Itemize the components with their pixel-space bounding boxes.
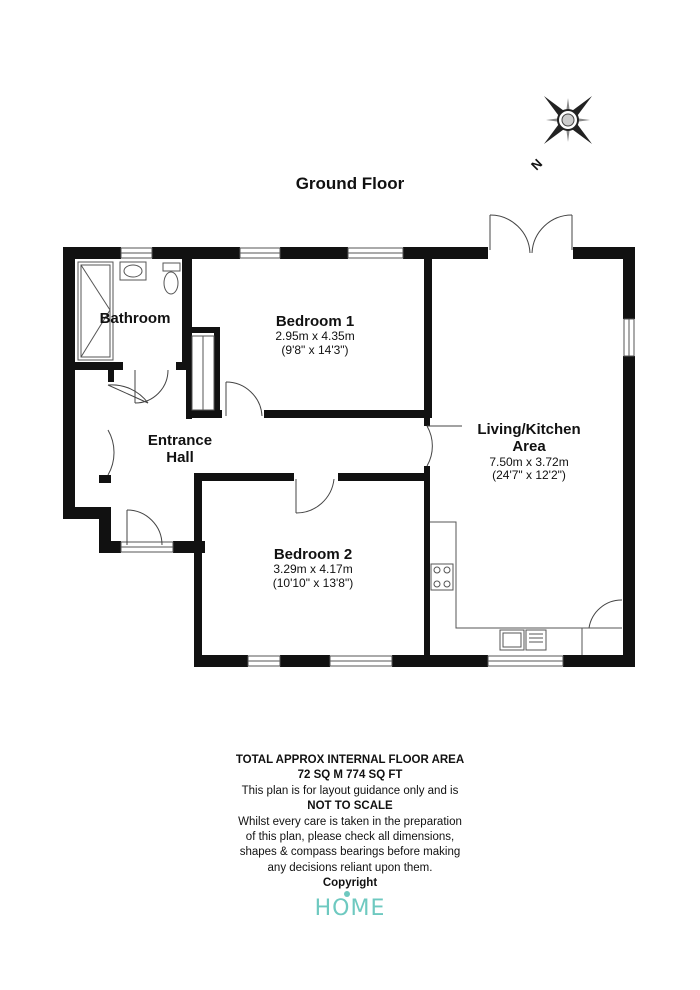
footer-copyright: Copyright bbox=[322, 877, 378, 890]
windows bbox=[120, 247, 635, 667]
room-metric: 2.95m x 4.35m bbox=[275, 329, 355, 344]
room-living-kitchen: Living/Kitchen Area 7.50m x 3.72m (24'7"… bbox=[454, 421, 604, 483]
room-imperial: (24'7" x 12'2") bbox=[492, 468, 566, 483]
room-name-line2: Area bbox=[512, 438, 546, 456]
room-entrance-hall: Entrance Hall bbox=[130, 432, 230, 467]
room-name-line1: Living/Kitchen bbox=[477, 421, 581, 438]
logo-dot-icon bbox=[344, 891, 350, 897]
room-bathroom: Bathroom bbox=[85, 310, 185, 327]
room-name-line1: Entrance bbox=[147, 432, 213, 449]
home-logo: HOME bbox=[300, 891, 400, 921]
room-name: Bathroom bbox=[99, 310, 171, 327]
footer-area-value: 72 SQ M 774 SQ FT bbox=[297, 769, 403, 782]
room-name: Bedroom 1 bbox=[275, 313, 355, 330]
floor-title: Ground Floor bbox=[295, 174, 405, 193]
room-name-line2: Hall bbox=[166, 449, 194, 467]
compass-icon bbox=[543, 95, 593, 145]
footer-disclaimer-4: shapes & compass bearings before making bbox=[239, 846, 461, 859]
walls bbox=[63, 247, 635, 667]
footer-disclaimer-3: of this plan, please check all dimension… bbox=[245, 831, 455, 844]
footer-not-to-scale: NOT TO SCALE bbox=[307, 800, 393, 813]
footer-notes: TOTAL APPROX INTERNAL FLOOR AREA 72 SQ M… bbox=[150, 753, 550, 892]
room-imperial: (10'10" x 13'8") bbox=[272, 576, 354, 591]
room-bedroom-2: Bedroom 2 3.29m x 4.17m (10'10" x 13'8") bbox=[228, 546, 398, 591]
room-metric: 7.50m x 3.72m bbox=[489, 454, 569, 469]
fixtures bbox=[77, 261, 622, 655]
footer-disclaimer-1: This plan is for layout guidance only an… bbox=[241, 784, 459, 797]
room-bedroom-1: Bedroom 1 2.95m x 4.35m (9'8" x 14'3") bbox=[230, 313, 400, 358]
room-name: Bedroom 2 bbox=[273, 546, 353, 563]
room-imperial: (9'8" x 14'3") bbox=[281, 343, 349, 358]
logo-text: HOME bbox=[314, 896, 386, 921]
footer-disclaimer-5: any decisions reliant upon them. bbox=[267, 861, 433, 874]
footer-total-area: TOTAL APPROX INTERNAL FLOOR AREA bbox=[235, 754, 465, 766]
footer-disclaimer-2: Whilst every care is taken in the prepar… bbox=[238, 815, 462, 828]
room-metric: 3.29m x 4.17m bbox=[273, 562, 353, 577]
